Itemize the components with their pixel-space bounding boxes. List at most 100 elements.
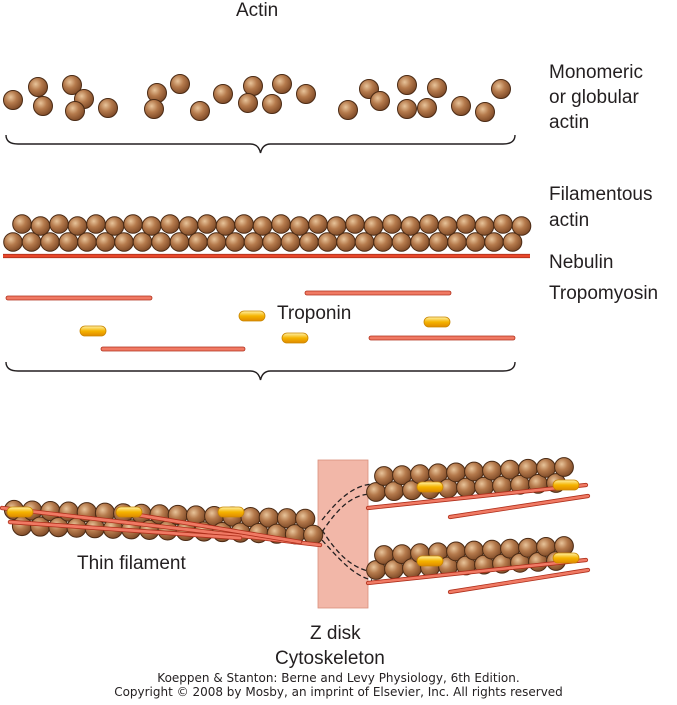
actin-monomer (554, 457, 574, 477)
actin-monomer (58, 232, 79, 252)
troponin-molecule (552, 552, 580, 564)
actin-monomer (338, 100, 358, 120)
tropomyosin-rod (8, 520, 242, 540)
actin-monomer (178, 216, 199, 236)
actin-monomer (397, 75, 417, 95)
actin-monomer (280, 232, 301, 252)
actin-monomer (474, 216, 495, 236)
actin-monomer (456, 214, 476, 234)
monomeric-label-line3: actin (549, 112, 590, 133)
actin-monomer (206, 232, 227, 252)
actin-monomer (419, 214, 439, 234)
credit-line-1: Koeppen & Stanton: Berne and Levy Physio… (157, 671, 520, 685)
thin-filament-label: Thin filament (77, 553, 186, 574)
actin-monomer (511, 216, 532, 236)
filamentous-label-line1: Filamentous (549, 184, 653, 205)
actin-monomer (170, 74, 190, 94)
actin-monomer (213, 84, 233, 104)
actin-monomer (502, 232, 523, 252)
actin-monomer (21, 232, 42, 252)
troponin-molecule (281, 332, 309, 344)
tropomyosin-label: Tropomyosin (549, 283, 659, 304)
actin-monomer (491, 79, 511, 99)
troponin-molecule (552, 479, 580, 491)
troponin-molecule (115, 506, 143, 518)
actin-monomer (243, 232, 264, 252)
actin-monomer (345, 214, 365, 234)
tropomyosin-rod (0, 506, 322, 547)
actin-monomer (3, 90, 23, 110)
actin-monomer (296, 84, 316, 104)
actin-monomer (262, 232, 282, 252)
tropomyosin-rod (118, 510, 302, 544)
actin-monomer (225, 232, 245, 252)
troponin-molecule (416, 481, 444, 493)
nebulin-label: Nebulin (549, 252, 614, 273)
actin-monomer (160, 214, 180, 234)
actin-monomer (86, 214, 106, 234)
troponin-molecule (238, 310, 266, 322)
actin-monomer (417, 98, 437, 118)
actin-monomer (77, 232, 97, 252)
actin-monomer (373, 232, 393, 252)
actin-monomer (475, 102, 495, 122)
cytoskeleton-label: Cytoskeleton (275, 648, 385, 669)
actin-monomer (28, 77, 48, 97)
actin-monomer (427, 78, 447, 98)
bracket (5, 134, 516, 154)
actin-monomer (98, 98, 118, 118)
actin-monomer (437, 216, 458, 236)
z-disk (317, 459, 369, 609)
credit-line-2: Copyright © 2008 by Mosby, an imprint of… (114, 685, 563, 699)
actin-monomer (95, 232, 116, 252)
actin-monomer (317, 232, 338, 252)
troponin-label: Troponin (277, 303, 352, 324)
actin-monomer (493, 214, 513, 234)
actin-monomer (197, 214, 217, 234)
actin-monomer (326, 216, 347, 236)
actin-monomer (308, 214, 328, 234)
actin-monomer (104, 216, 125, 236)
actin-title: Actin (236, 0, 279, 21)
actin-monomer (169, 232, 190, 252)
actin-monomer (370, 91, 390, 111)
actin-monomer (132, 232, 153, 252)
z-disk-crosslink (321, 483, 373, 521)
z-disk-label: Z disk (310, 623, 361, 644)
actin-monomer (144, 99, 164, 119)
tropomyosin-rod (366, 483, 588, 510)
monomeric-label-line1: Monomeric (549, 62, 643, 83)
actin-monomer (234, 214, 254, 234)
actin-monomer (410, 232, 430, 252)
actin-monomer (397, 99, 417, 119)
actin-monomer (447, 232, 467, 252)
actin-monomer (484, 232, 504, 252)
monomeric-label-line2: or globular (549, 87, 639, 108)
actin-monomer (428, 232, 449, 252)
actin-monomer (12, 214, 32, 234)
bracket (5, 361, 516, 381)
troponin-molecule (79, 325, 107, 337)
actin-monomer (391, 232, 412, 252)
tropomyosin-rod (448, 568, 590, 594)
actin-monomer (272, 74, 292, 94)
actin-monomer (554, 536, 574, 556)
troponin-molecule (423, 316, 451, 328)
actin-monomer (252, 216, 273, 236)
actin-monomer (465, 232, 486, 252)
actin-monomer (354, 232, 375, 252)
actin-monomer (141, 216, 162, 236)
actin-monomer (363, 216, 384, 236)
actin-monomer (123, 214, 143, 234)
actin-monomer (65, 101, 85, 121)
filamentous-label-line2: actin (549, 210, 590, 231)
actin-monomer (33, 96, 53, 116)
actin-monomer (49, 214, 69, 234)
actin-monomer (299, 232, 319, 252)
troponin-molecule (6, 506, 34, 518)
actin-monomer (295, 508, 316, 529)
actin-monomer (289, 216, 310, 236)
actin-monomer (451, 96, 471, 116)
